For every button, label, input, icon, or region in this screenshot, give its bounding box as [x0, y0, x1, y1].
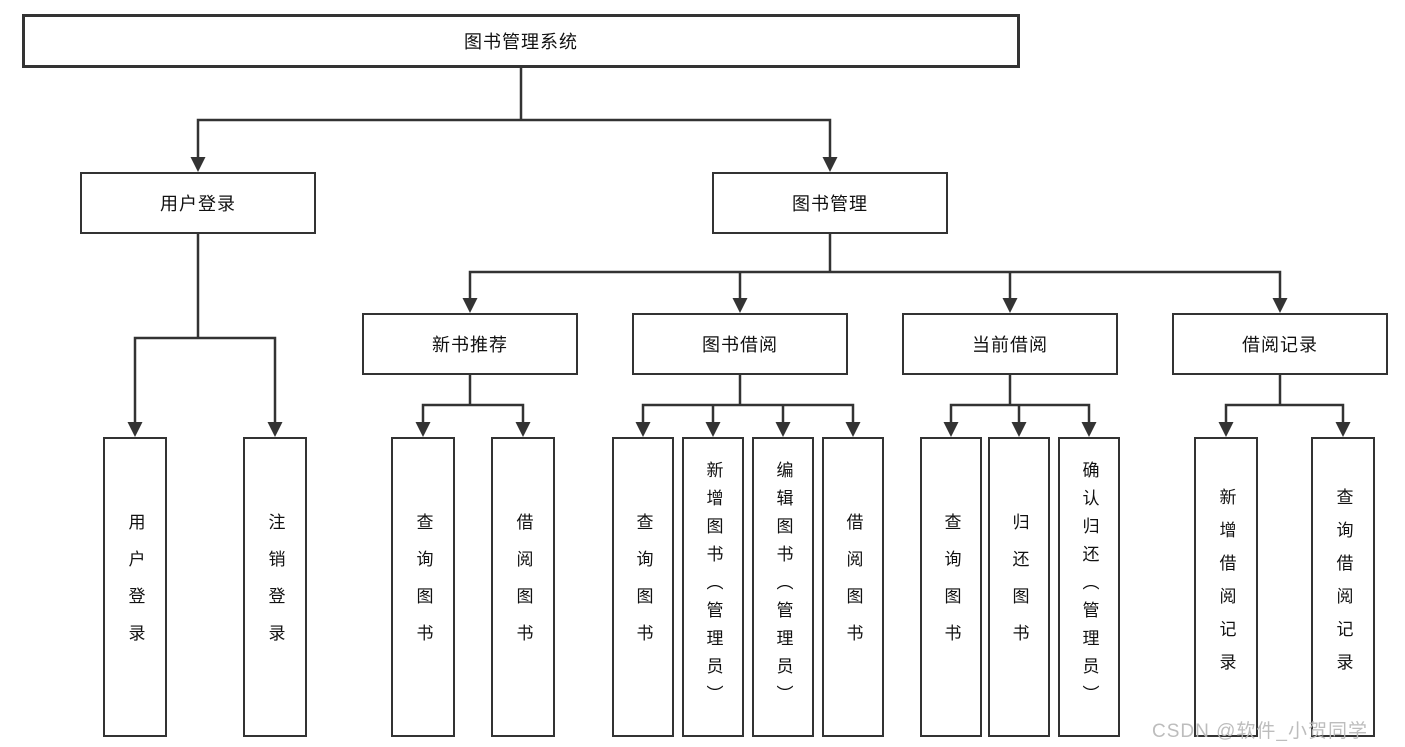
leaf-query-books-recommend: 查询图书 [391, 437, 455, 737]
leaf-edit-book-admin-label: 编辑图书（管理员） [773, 461, 793, 713]
leaf-add-book-admin-label: 新增图书（管理员） [703, 461, 723, 713]
leaf-borrow-books-recommend-label: 借阅图书 [513, 513, 533, 661]
node-book-borrow: 图书借阅 [632, 313, 848, 375]
leaf-add-borrow-record: 新增借阅记录 [1194, 437, 1258, 737]
node-current-borrow: 当前借阅 [902, 313, 1118, 375]
node-user-login: 用户登录 [80, 172, 316, 234]
leaf-query-books-current: 查询图书 [920, 437, 982, 737]
leaf-user-login-label: 用户登录 [125, 513, 145, 661]
leaf-logout: 注销登录 [243, 437, 307, 737]
leaf-return-books: 归还图书 [988, 437, 1050, 737]
leaf-borrow-books-label: 借阅图书 [843, 513, 863, 661]
node-root: 图书管理系统 [22, 14, 1020, 68]
node-borrow-records-label: 借阅记录 [1242, 335, 1318, 355]
leaf-query-books-current-label: 查询图书 [941, 513, 961, 661]
node-user-login-label: 用户登录 [160, 194, 236, 214]
leaf-query-borrow-record: 查询借阅记录 [1311, 437, 1375, 737]
node-new-book-recommend: 新书推荐 [362, 313, 578, 375]
leaf-confirm-return-admin: 确认归还（管理员） [1058, 437, 1120, 737]
node-book-management-label: 图书管理 [792, 194, 868, 214]
leaf-confirm-return-admin-label: 确认归还（管理员） [1079, 461, 1099, 713]
node-current-borrow-label: 当前借阅 [972, 335, 1048, 355]
arrowheads [127, 157, 1351, 437]
leaf-query-borrow-record-label: 查询借阅记录 [1333, 488, 1353, 686]
csdn-watermark: CSDN @软件_小贺同学 [1152, 721, 1368, 742]
node-root-label: 图书管理系统 [464, 32, 578, 52]
leaf-query-books-recommend-label: 查询图书 [413, 513, 433, 661]
leaf-add-book-admin: 新增图书（管理员） [682, 437, 744, 737]
leaf-user-login: 用户登录 [103, 437, 167, 737]
node-new-book-recommend-label: 新书推荐 [432, 335, 508, 355]
leaf-add-borrow-record-label: 新增借阅记录 [1216, 488, 1236, 686]
leaf-borrow-books: 借阅图书 [822, 437, 884, 737]
node-book-borrow-label: 图书借阅 [702, 335, 778, 355]
leaf-edit-book-admin: 编辑图书（管理员） [752, 437, 814, 737]
leaf-query-books-borrow: 查询图书 [612, 437, 674, 737]
leaf-query-books-borrow-label: 查询图书 [633, 513, 653, 661]
node-book-management: 图书管理 [712, 172, 948, 234]
leaf-logout-label: 注销登录 [265, 513, 285, 661]
node-borrow-records: 借阅记录 [1172, 313, 1388, 375]
leaf-return-books-label: 归还图书 [1009, 513, 1029, 661]
leaf-borrow-books-recommend: 借阅图书 [491, 437, 555, 737]
